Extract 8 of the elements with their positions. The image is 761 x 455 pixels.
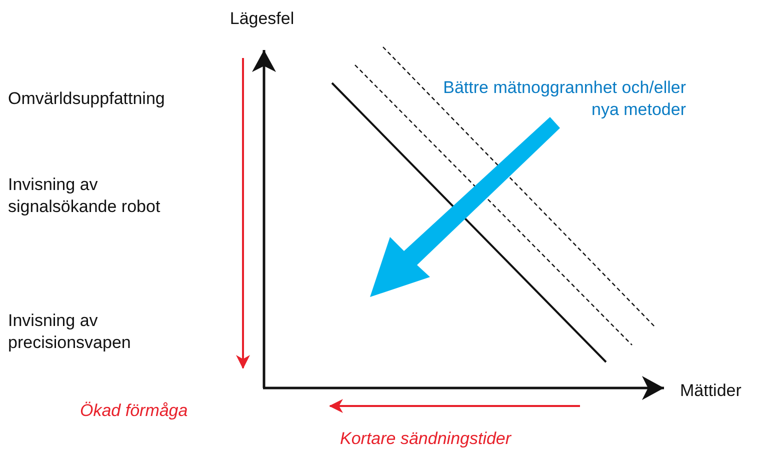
axis-title: Lägesfel [228, 8, 296, 30]
row-label: Omvärldsuppfattning [8, 88, 166, 110]
axis-note: Kortare sändningstider [340, 428, 512, 450]
row-label: Invisning av signalsökande robot [8, 174, 162, 218]
axis-note: Ökad förmåga [80, 400, 189, 422]
annotation-text: Bättre mätnoggrannhet och/eller nya metoder [442, 77, 686, 121]
axis-title: Mättider [680, 380, 742, 402]
row-label: Invisning av precisionsvapen [8, 310, 132, 354]
